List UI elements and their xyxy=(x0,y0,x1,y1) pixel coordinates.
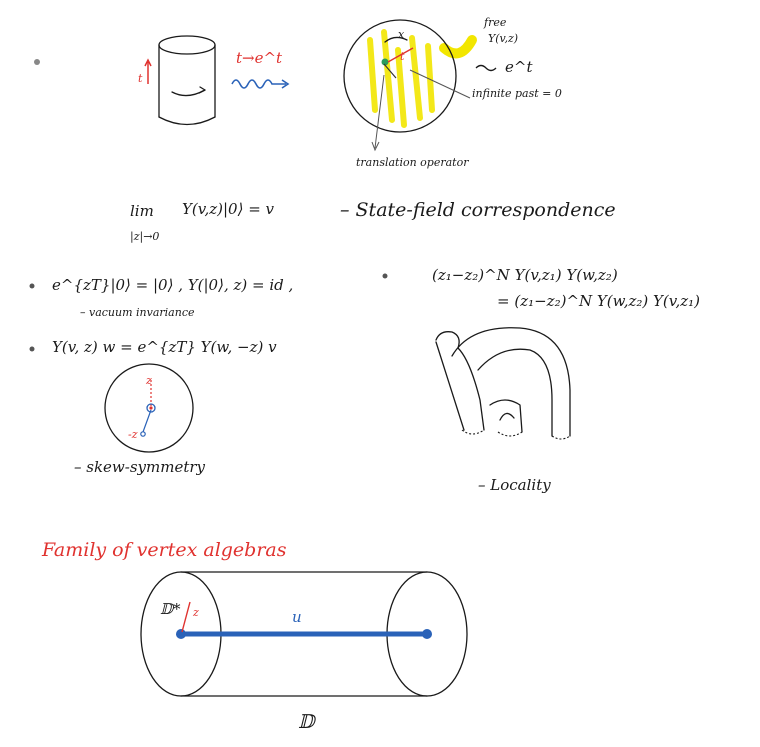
bullet xyxy=(29,346,35,352)
blue-wavy-arrow-icon xyxy=(231,79,286,89)
family-z-label: z xyxy=(192,606,199,619)
skew-z-label: z xyxy=(145,374,152,387)
tilde-arrow-icon xyxy=(475,64,497,72)
translation-operator-label: translation operator xyxy=(356,156,469,169)
free-field-disk: x t xyxy=(343,19,477,152)
free-target: e^t xyxy=(505,58,533,76)
locality-line1: (z₁−z₂)^N Y(v,z₁) Y(w,z₂) xyxy=(432,266,618,284)
state-field-equation: Y(v,z)|0⟩ = v xyxy=(182,200,275,218)
skew-neg-z-label: -z xyxy=(128,428,138,441)
family-title: Family of vertex algebras xyxy=(41,539,287,561)
vacuum-equation: e^{zT}|0⟩ = |0⟩ , Y(|0⟩, z) = id , xyxy=(52,276,293,294)
family-cylinder xyxy=(140,571,468,697)
free-label: free xyxy=(483,16,507,29)
skew-equation: Y(v, z) w = e^{zT} Y(w, −z) v xyxy=(52,338,277,356)
dstar-label: 𝔻* xyxy=(160,600,181,618)
locality-line2: = (z₁−z₂)^N Y(w,z₂) Y(v,z₁) xyxy=(497,292,700,310)
svg-text:t: t xyxy=(138,72,143,85)
d-label: 𝔻 xyxy=(298,711,317,733)
free-field-symbol: Y(v,z) xyxy=(488,32,518,45)
infinite-past-label: infinite past = 0 xyxy=(472,87,562,100)
pair-of-pants-surface xyxy=(435,327,571,440)
lim-subscript: |z|→0 xyxy=(130,230,159,244)
vacuum-label: – vacuum invariance xyxy=(80,306,195,319)
lim-text: lim xyxy=(130,202,154,220)
state-field-label: – State-field correspondence xyxy=(340,199,616,221)
svg-text:t: t xyxy=(400,50,405,63)
skew-disk xyxy=(104,363,194,453)
u-label: u xyxy=(292,608,302,626)
bullet xyxy=(382,273,388,279)
locality-label: – Locality xyxy=(478,476,551,494)
bullet xyxy=(29,283,35,289)
cylinder-sketch: t xyxy=(138,35,216,126)
stray-dot xyxy=(34,59,40,65)
cylinder-map-label: t→e^t xyxy=(236,49,283,67)
skew-label: – skew-symmetry xyxy=(74,458,206,476)
svg-text:x: x xyxy=(398,28,405,41)
